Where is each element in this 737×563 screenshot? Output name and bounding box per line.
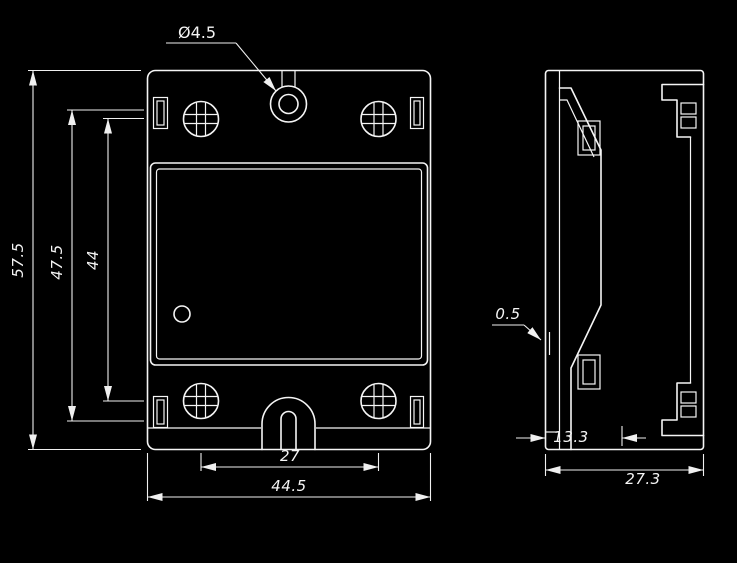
dim-body-height: 47.5 <box>48 109 144 422</box>
dimensions: Ø4.5 57.5 47.5 44 27 <box>9 23 705 501</box>
dim-terminal-spacing: 27 <box>200 447 380 471</box>
dim-terminal-spacing-label: 27 <box>280 447 300 465</box>
front-view <box>146 69 432 451</box>
dim-overall-width-label: 44.5 <box>271 477 306 495</box>
side-molded-contour <box>545 87 602 451</box>
dim-screw-spacing-vertical-label: 44 <box>84 250 102 270</box>
screw-top-right <box>360 100 397 138</box>
din-clip-bottom <box>661 382 705 437</box>
led-indicator <box>173 305 191 323</box>
side-terminal-bottom <box>577 354 601 390</box>
edge-slot-bottom-right <box>409 395 425 429</box>
edge-slot-top-right <box>409 96 425 130</box>
edge-slot-top-left <box>152 96 169 130</box>
bottom-cable-cutout <box>261 396 316 451</box>
screw-bottom-right <box>360 382 397 420</box>
side-terminal-top <box>577 120 601 156</box>
top-mounting-hole <box>269 70 308 123</box>
screw-top-left <box>182 100 220 138</box>
dim-overall-height-label: 57.5 <box>9 242 27 277</box>
dim-panel-gap: 0.5 <box>492 305 542 341</box>
relay-body-outline <box>146 69 432 451</box>
side-view <box>544 69 705 451</box>
din-clip-top <box>661 83 705 138</box>
dim-body-height-label: 47.5 <box>48 244 66 279</box>
dim-hole-diameter-label: Ø4.5 <box>178 23 216 42</box>
dim-panel-gap-label: 0.5 <box>495 305 520 323</box>
dim-base-depth-label: 13.3 <box>553 428 588 446</box>
dim-overall-height: 57.5 <box>9 69 141 451</box>
face-plate <box>149 162 429 366</box>
screw-bottom-left <box>182 382 220 420</box>
side-outline <box>544 69 705 451</box>
dim-overall-width: 44.5 <box>146 453 432 501</box>
dim-overall-depth: 27.3 <box>544 454 705 488</box>
dim-hole-diameter: Ø4.5 <box>166 23 277 92</box>
edge-slot-bottom-left <box>152 395 169 429</box>
dim-overall-depth-label: 27.3 <box>625 470 660 488</box>
dim-screw-spacing-vertical: 44 <box>84 117 144 402</box>
dim-base-depth: 13.3 <box>516 426 646 446</box>
